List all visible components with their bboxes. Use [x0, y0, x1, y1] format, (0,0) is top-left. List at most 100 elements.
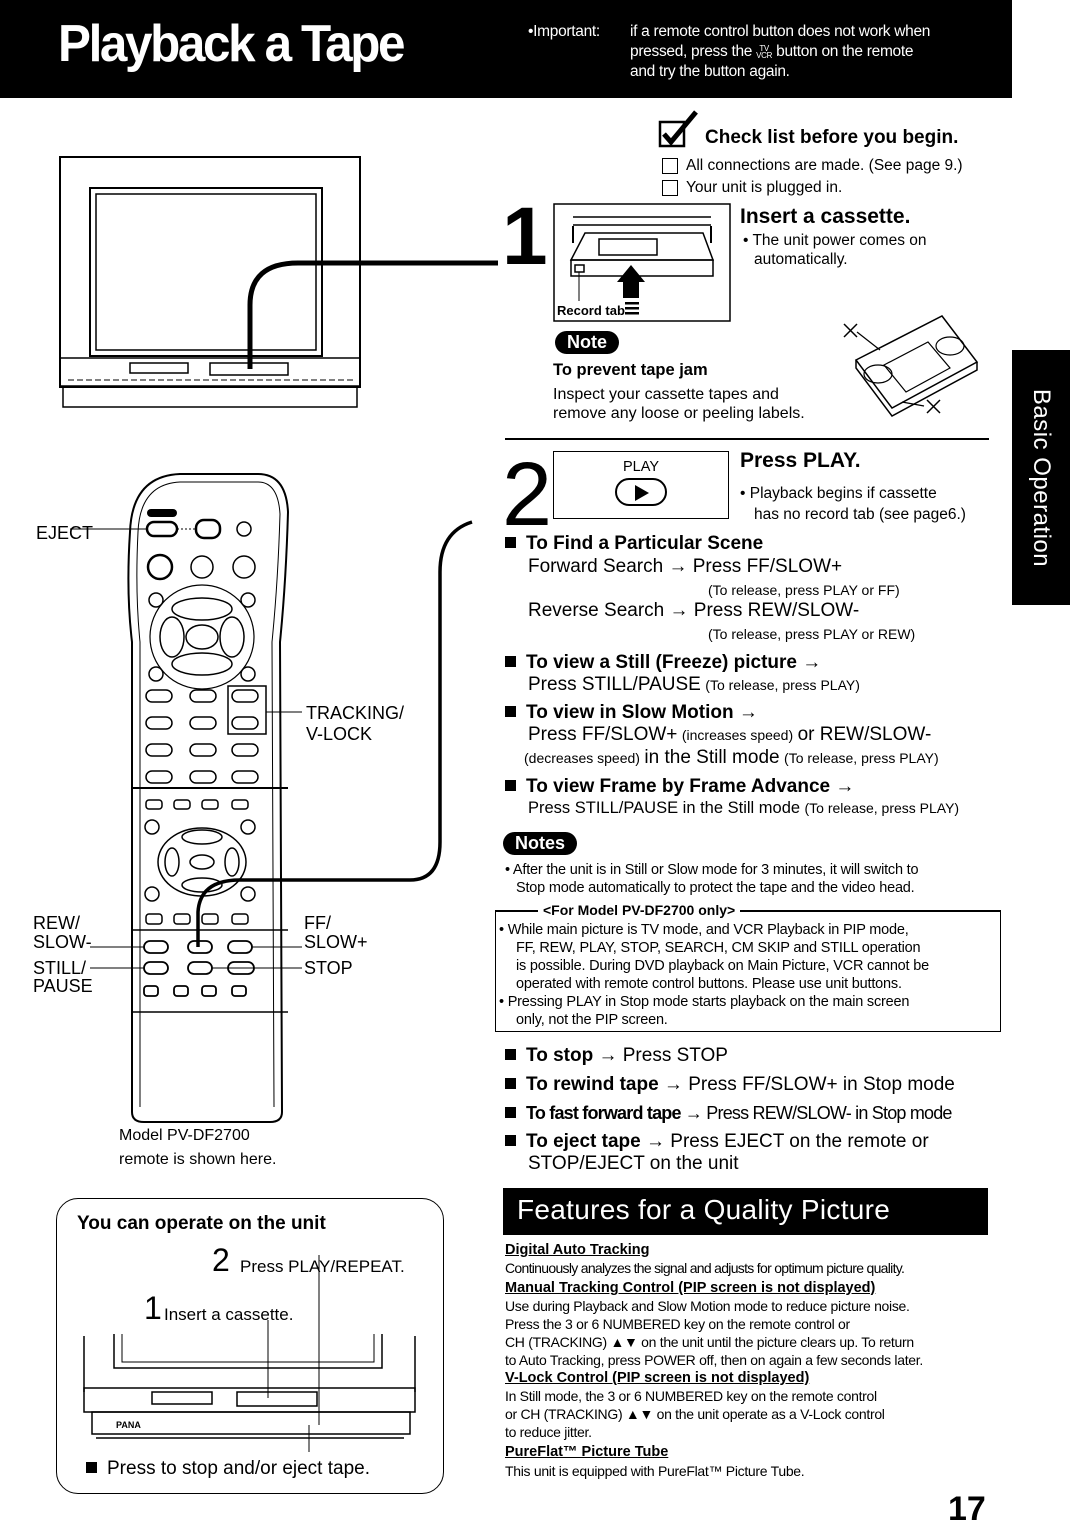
model-notes-box: [495, 910, 1001, 1032]
find-scene-heading: To Find a Particular Scene: [505, 533, 763, 555]
unit-panel-title: You can operate on the unit: [77, 1213, 326, 1234]
callout-ff-1: FF/: [304, 913, 331, 933]
callout-tracking-1: TRACKING/: [306, 703, 405, 723]
note-line-2: remove any loose or peeling labels.: [553, 405, 805, 422]
svg-text:PANA: PANA: [116, 1420, 141, 1430]
action-fast-forward: To fast forward tape → Press REW/SLOW- i…: [505, 1103, 952, 1124]
action-eject-cont: STOP/EJECT on the unit: [528, 1153, 739, 1174]
checklist-item-connections: All connections are made. (See page 9.): [686, 157, 963, 174]
play-button-label: PLAY: [622, 459, 659, 475]
unit-step-2-text: Press PLAY/REPEAT.: [240, 1257, 405, 1276]
feature-manual-tracking-line-3: CH (TRACKING) ▲▼ on the unit until the p…: [505, 1334, 914, 1350]
important-line-1: if a remote control button does not work…: [630, 23, 931, 40]
step-2-number: 2: [502, 445, 553, 545]
slow-motion-line-2: (decreases speed) in the Still mode (To …: [524, 747, 939, 768]
callout-tracking-2: V-LOCK: [306, 724, 373, 744]
eject-button: [194, 518, 222, 540]
callout-still-1: STILL/: [33, 958, 87, 978]
side-tab-label: Basic Operation: [1028, 388, 1055, 567]
page-title: Playback a Tape: [58, 15, 406, 73]
unit-step-2-number: 2: [212, 1242, 230, 1278]
record-tab-label: Record tab: [557, 303, 625, 318]
important-label: •Important:: [528, 23, 600, 40]
reverse-search-line: Reverse Search → Press REW/SLOW-: [528, 600, 860, 621]
callout-rew-2: SLOW-: [33, 932, 92, 952]
tv-base: [59, 357, 361, 387]
section-side-tab: Basic Operation: [1012, 350, 1070, 605]
tv-illustration: [59, 156, 498, 408]
play-button-figure: PLAY: [553, 451, 729, 519]
rew-slow-button: [143, 940, 169, 954]
feature-pureflat-heading: PureFlat™ Picture Tube: [505, 1444, 669, 1460]
step-1-number: 1: [502, 191, 548, 282]
checklist-checkbox-plugged[interactable]: [662, 180, 678, 196]
step-1-title: Insert a cassette.: [740, 205, 911, 228]
still-pause-button: [143, 961, 169, 975]
model-note-1-line-3: is possible. During DVD playback on Main…: [516, 958, 929, 974]
model-note-1-line-2: FF, REW, PLAY, STOP, SEARCH, CM SKIP and…: [516, 940, 921, 956]
important-line-3: and try the button again.: [630, 63, 790, 80]
checkmark-box-icon: [658, 110, 698, 148]
step-1-bullet: • The unit power comes on: [743, 232, 927, 249]
reverse-search-release: (To release, press PLAY or REW): [708, 626, 916, 642]
checklist-item-plugged: Your unit is plugged in.: [686, 179, 843, 196]
step-2-bullet-cont: has no record tab (see page6.): [754, 506, 966, 523]
page-header-bar: [0, 0, 1012, 98]
play-button[interactable]: [615, 478, 667, 506]
feature-pureflat-text: This unit is equipped with PureFlat™ Pic…: [505, 1463, 805, 1479]
remote-caption-2: remote is shown here.: [119, 1151, 277, 1168]
leader-line: [247, 260, 498, 369]
model-box-top-border: [495, 910, 1001, 912]
feature-manual-tracking-heading: Manual Tracking Control (PIP screen is n…: [505, 1280, 876, 1296]
unit-dvd-tray: [151, 1391, 213, 1405]
feature-manual-tracking-line-2: Press the 3 or 6 NUMBERED key on the rem…: [505, 1316, 850, 1332]
callout-stop: STOP: [304, 958, 353, 978]
remote-body: [127, 473, 290, 1123]
forward-search-line: Forward Search → Press FF/SLOW+: [528, 556, 843, 577]
remote-control-illustration: [70, 473, 473, 1123]
callout-still-2: PAUSE: [33, 976, 93, 996]
note-badge: Note: [555, 331, 619, 354]
light-button: [236, 521, 252, 537]
stop-button: [187, 961, 213, 975]
slow-motion-heading: To view in Slow Motion →: [505, 702, 758, 724]
model-note-1-line-4: operated with remote control buttons. Pl…: [516, 976, 902, 992]
unit-step-1-number: 1: [144, 1290, 162, 1326]
note-title: To prevent tape jam: [553, 361, 708, 379]
callout-eject: EJECT: [36, 523, 94, 543]
play-icon: [635, 485, 649, 501]
notes-badge: Notes: [503, 832, 578, 855]
power-button: [145, 520, 179, 538]
page-number: 17: [948, 1490, 986, 1528]
note-line-1: Inspect your cassette tapes and: [553, 386, 779, 403]
callout-ff-2: SLOW+: [304, 932, 368, 952]
section-divider: [505, 438, 989, 440]
feature-vlock-line-1: In Still mode, the 3 or 6 NUMBERED key o…: [505, 1388, 877, 1404]
notes-item-1-line-2: Stop mode automatically to protect the t…: [516, 880, 915, 896]
notes-item-1-line-1: • After the unit is in Still or Slow mod…: [505, 862, 919, 878]
dvd-tray: [129, 362, 189, 374]
checklist-title: Check list before you begin.: [705, 127, 959, 148]
features-title: Features for a Quality Picture: [503, 1188, 988, 1235]
action-rewind: To rewind tape → Press FF/SLOW+ in Stop …: [505, 1074, 955, 1096]
ff-slow-button: [227, 940, 253, 954]
step-2-bullet: • Playback begins if cassette: [740, 485, 937, 502]
important-note: •Important: if a remote control button do…: [528, 22, 1008, 82]
checklist-checkbox-connections[interactable]: [662, 158, 678, 174]
feature-digital-auto-tracking-heading: Digital Auto Tracking: [505, 1242, 650, 1258]
action-stop: To stop → Press STOP: [505, 1045, 728, 1067]
feature-vlock-heading: V-Lock Control (PIP screen is not displa…: [505, 1370, 810, 1386]
unit-operation-panel: [56, 1198, 444, 1494]
feature-vlock-line-3: to reduce jitter.: [505, 1424, 592, 1440]
model-note-1-line-1: • While main picture is TV mode, and VCR…: [499, 922, 909, 938]
tv-screen-bezel: [89, 187, 323, 357]
feature-manual-tracking-line-1: Use during Playback and Slow Motion mode…: [505, 1298, 910, 1314]
model-box-header: <For Model PV-DF2700 only>: [538, 902, 741, 918]
forward-search-release: (To release, press PLAY or FF): [708, 582, 900, 598]
frame-advance-heading: To view Frame by Frame Advance →: [505, 776, 854, 798]
action-eject: To eject tape → Press EJECT on the remot…: [505, 1131, 929, 1153]
still-heading: To view a Still (Freeze) picture →: [505, 652, 821, 674]
model-note-2-line-2: only, not the PIP screen.: [516, 1012, 668, 1028]
